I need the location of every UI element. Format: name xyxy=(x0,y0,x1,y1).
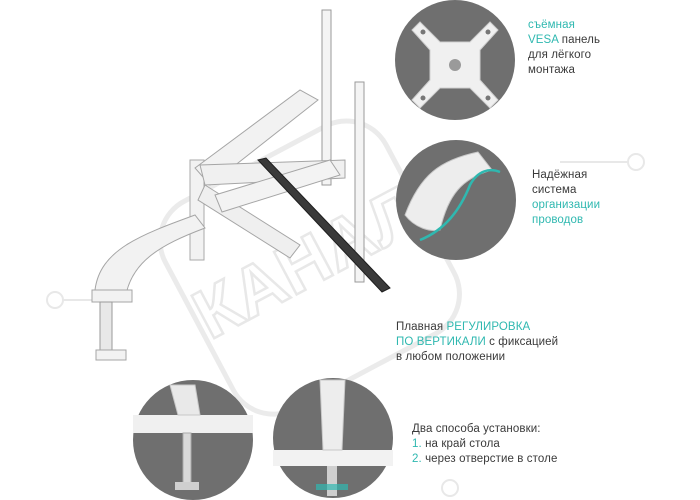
mounting-item-1-text: на край стола xyxy=(421,438,500,450)
cable-description: Надёжная система организации проводов xyxy=(532,168,600,228)
cable-line xyxy=(419,168,501,242)
mounting-item-2-num: 2. xyxy=(412,453,422,465)
mounting-title: Два способа установки: xyxy=(412,423,541,435)
arm-segment-4 xyxy=(214,159,341,213)
arm-base-curve xyxy=(94,214,206,301)
vesa-line2-accent: VESA xyxy=(528,34,559,46)
vesa-line3: для лёгкого xyxy=(528,49,592,61)
vesa-hole-4 xyxy=(485,95,491,101)
watermark-dot-bottom xyxy=(441,479,459,497)
vesa-hole-2 xyxy=(485,29,491,35)
cable-line3: организации xyxy=(532,199,601,211)
cable-arm-shape xyxy=(404,151,493,231)
clamp-mount-icon xyxy=(133,380,253,500)
arm-clamp-bottom xyxy=(95,349,127,361)
grommet-desk xyxy=(273,450,393,466)
watermark-dot-right xyxy=(627,153,645,171)
clamp-desk xyxy=(133,415,253,433)
watermark-dot xyxy=(46,291,64,309)
clamp-foot xyxy=(175,482,199,490)
vesa-line4: монтажа xyxy=(528,64,575,76)
vesa-line1: съёмная xyxy=(528,19,575,31)
height-line1-accent: РЕГУЛИРОВКА xyxy=(446,321,531,333)
height-line1-pre: Плавная xyxy=(396,321,447,333)
cable-management-icon xyxy=(396,140,516,260)
vesa-hole-1 xyxy=(420,29,426,35)
vesa-line2-rest: панель xyxy=(558,34,601,46)
monitor-upper xyxy=(321,9,332,186)
grommet-bolt xyxy=(327,466,337,496)
clamp-circle-bg xyxy=(133,380,253,500)
clamp-screw xyxy=(182,432,192,489)
monitor-tilted xyxy=(257,157,391,293)
cable-line2: система xyxy=(532,184,577,196)
mounting-item-1: 1. на край стола xyxy=(412,437,557,452)
grommet-pole xyxy=(319,379,346,451)
mounting-item-2: 2. через отверстие в столе xyxy=(412,452,557,467)
height-line2-accent: ПО ВЕРТИКАЛИ xyxy=(396,336,486,348)
vesa-plate-icon xyxy=(395,0,515,120)
height-description: Плавная РЕГУЛИРОВКА ПО ВЕРТИКАЛИ с фикса… xyxy=(396,320,558,365)
mounting-description: Два способа установки: 1. на край стола … xyxy=(412,422,557,467)
cable-line4: проводов xyxy=(532,214,584,226)
arm-clamp-top xyxy=(91,289,133,303)
vesa-hole-center xyxy=(449,59,461,71)
grommet-nut xyxy=(316,484,348,490)
grommet-mount-icon xyxy=(273,378,393,498)
height-line3: в любом положении xyxy=(396,351,506,363)
arm-clamp-body xyxy=(99,301,113,353)
clamp-shape xyxy=(169,384,201,416)
arm-pole xyxy=(189,159,205,261)
vesa-hole-3 xyxy=(420,95,426,101)
mounting-item-1-num: 1. xyxy=(412,438,422,450)
height-line2-rest: с фиксацией xyxy=(485,336,559,348)
cable-line1: Надёжная xyxy=(532,169,588,181)
monitor-arm-illustration xyxy=(91,9,391,361)
mounting-item-2-text: через отверстие в столе xyxy=(421,453,558,465)
vesa-description: съёмная VESA панель для лёгкого монтажа xyxy=(528,18,600,78)
monitor-upper-2 xyxy=(354,81,365,283)
